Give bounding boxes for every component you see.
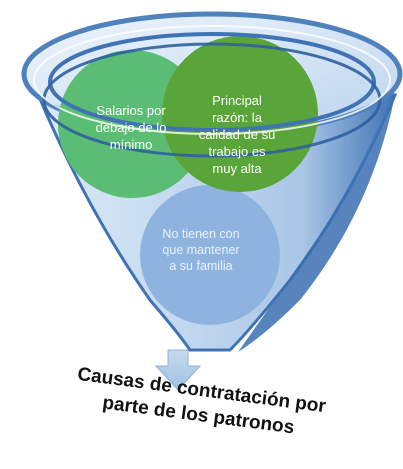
circle-label-salarios: Salarios por debajo de lo mínimo bbox=[95, 103, 167, 152]
funnel-rim-highlight bbox=[33, 25, 391, 135]
circle-label-familia: No tienen con que mantener a su familia bbox=[162, 227, 240, 273]
circle-familia bbox=[140, 185, 280, 325]
funnel-rim-inner bbox=[48, 32, 376, 132]
funnel-rim-band bbox=[42, 42, 382, 158]
circle-label-razon: Principal razón: la calidad de su trabaj… bbox=[198, 93, 276, 176]
down-arrow-icon bbox=[154, 349, 202, 391]
